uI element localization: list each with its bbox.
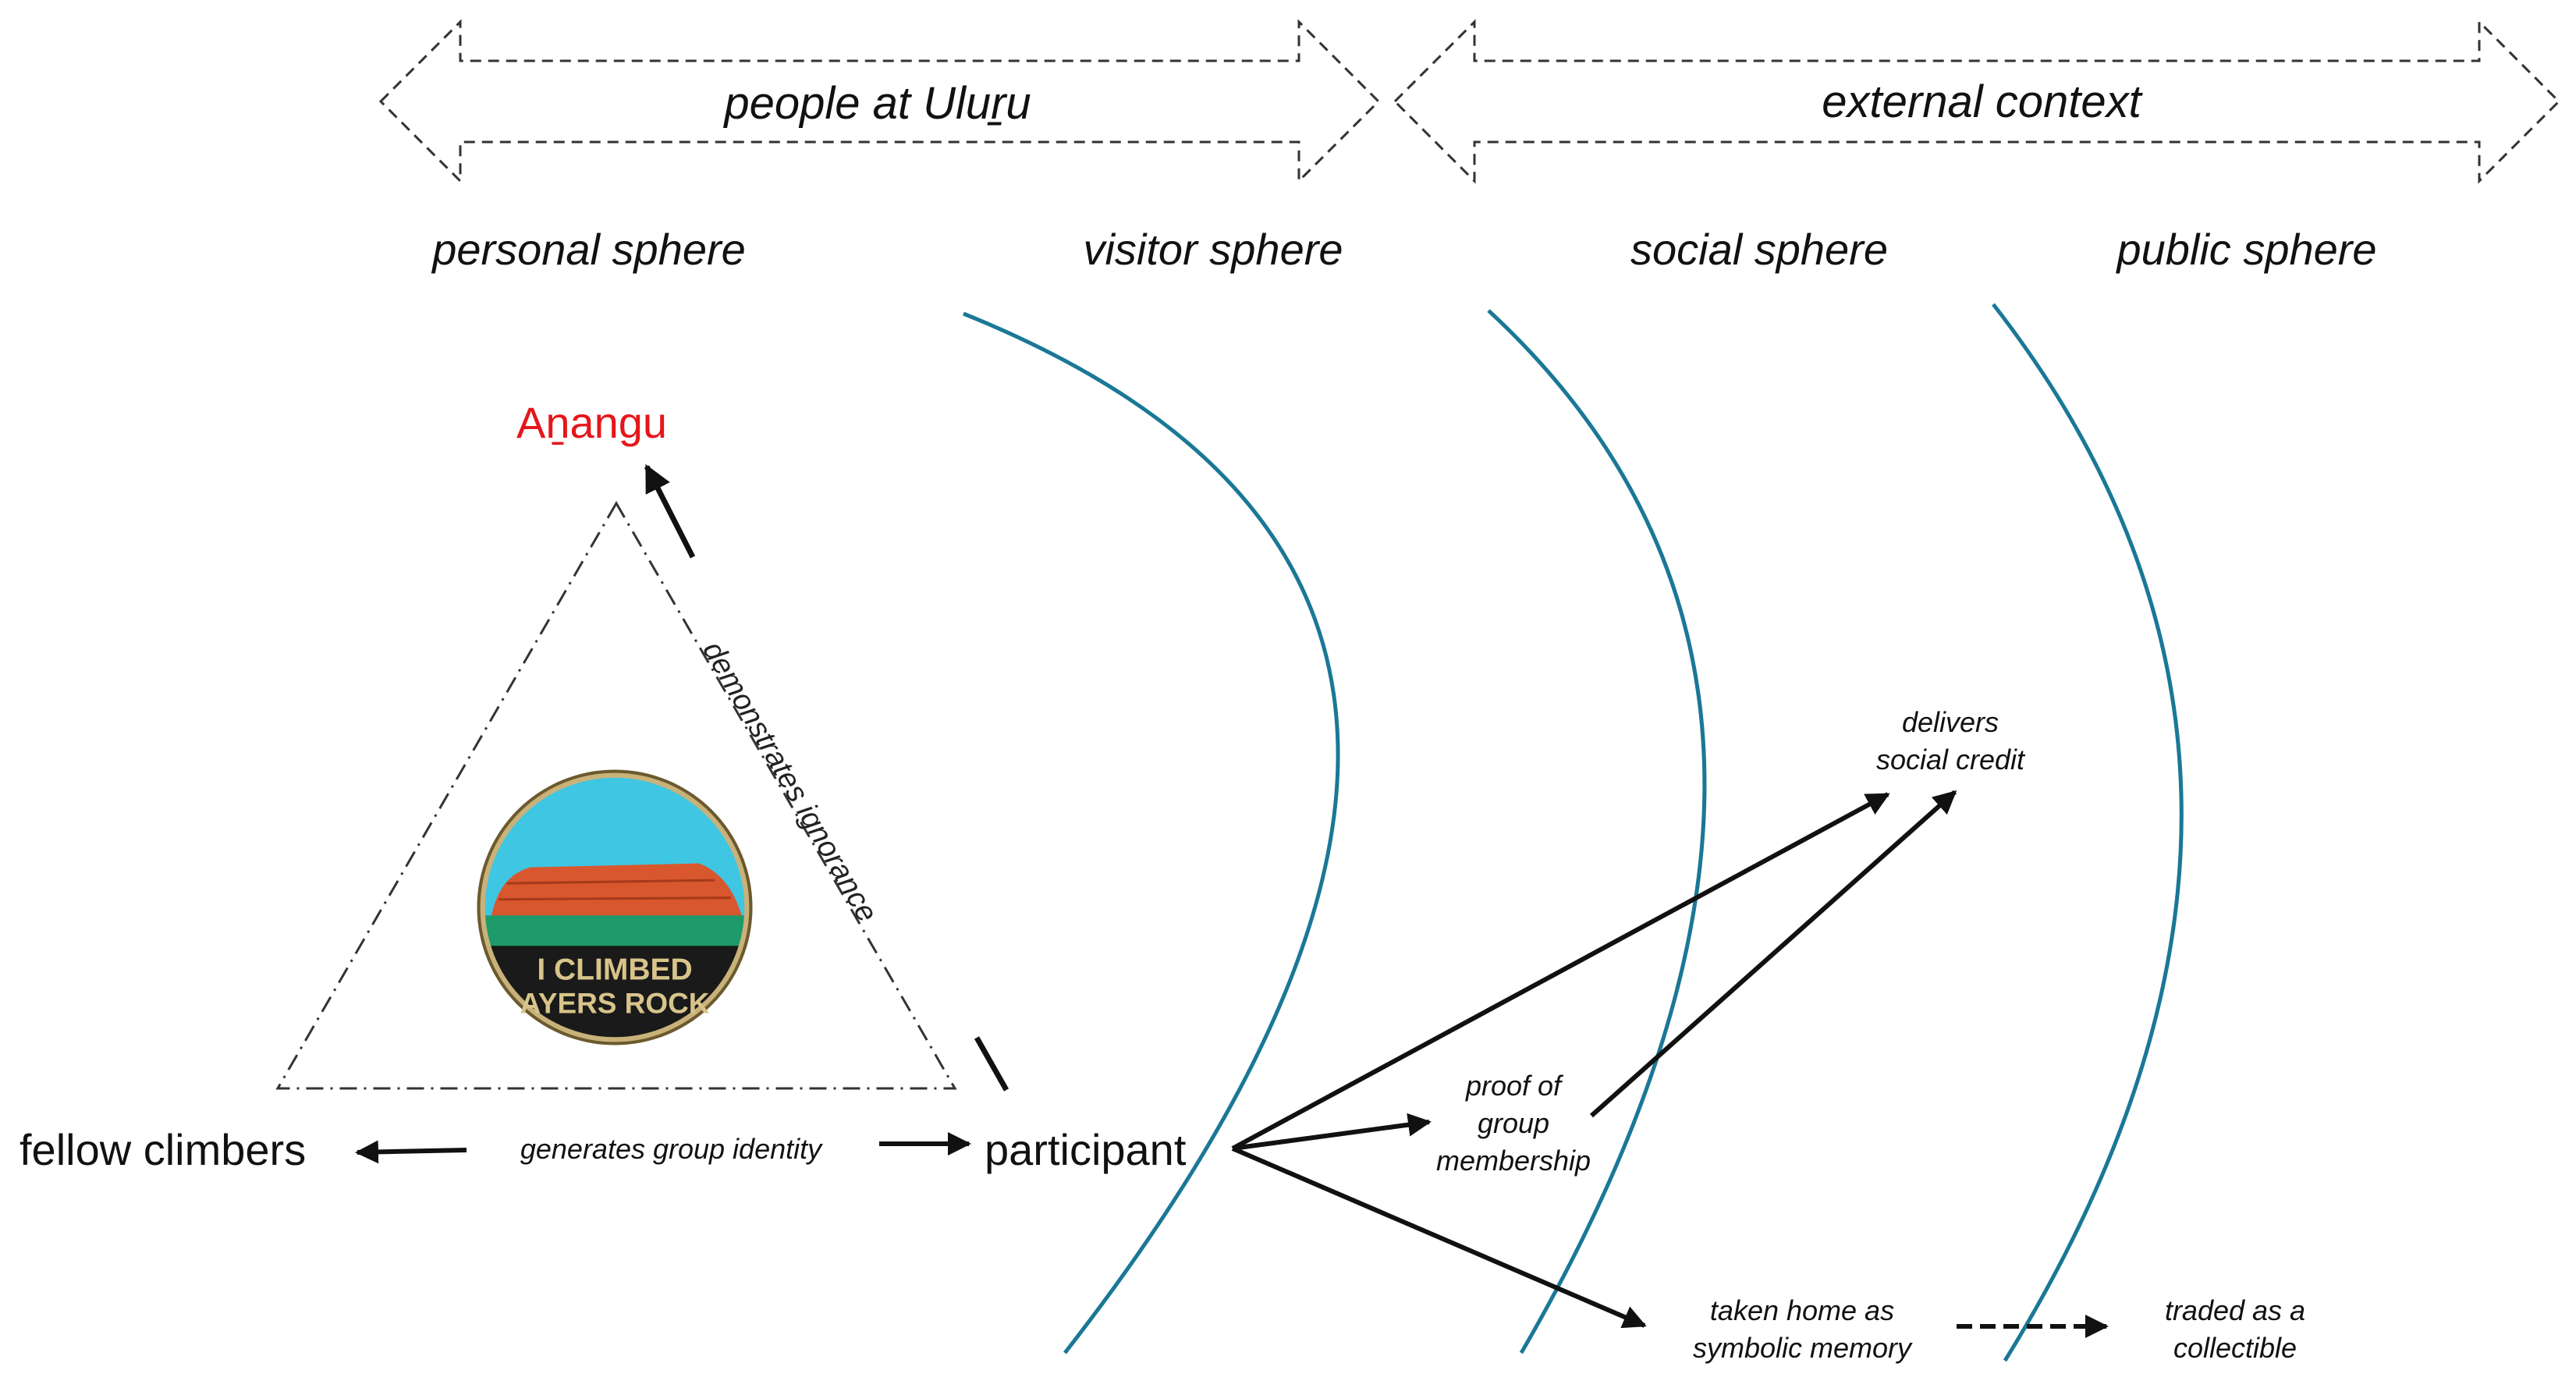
arrow-participant-to-taken-home xyxy=(1231,1146,1647,1329)
label-public-sphere: public sphere xyxy=(2117,225,2377,274)
banner-arrow-people-at-uluru xyxy=(378,19,1381,184)
visitor-sphere-arc xyxy=(963,311,1340,1354)
climbed-ayers-rock-badge: I CLIMBED AYERS ROCK xyxy=(474,755,755,1060)
node-fellow-climbers: fellow climbers xyxy=(20,1125,307,1174)
banner-label-people-at-uluru: people at Uluṟu xyxy=(724,78,1031,129)
relationship-triangle xyxy=(275,501,957,1090)
badge-illustration: I CLIMBED AYERS ROCK xyxy=(477,769,753,1045)
label-proof-of-group-membership: proof of group membership xyxy=(1404,1067,1623,1180)
label-proof-line3: membership xyxy=(1435,1144,1591,1177)
label-visitor-sphere: visitor sphere xyxy=(1083,225,1343,274)
badge-rock xyxy=(490,863,743,920)
node-anangu: Aṉangu xyxy=(516,398,668,447)
label-traded-line2: collectible xyxy=(2173,1331,2297,1364)
label-proof-line1: proof of xyxy=(1465,1070,1562,1102)
label-social-sphere: social sphere xyxy=(1630,225,1888,274)
label-delivers-social-credit: delivers social credit xyxy=(1826,704,2075,779)
arrow-to-fellow-climbers xyxy=(355,1140,467,1164)
label-personal-sphere: personal sphere xyxy=(432,225,746,274)
arrow-participant-to-social-credit xyxy=(1231,792,1890,1151)
label-proof-line2: group xyxy=(1477,1106,1550,1139)
label-taken-home: taken home as symbolic memory xyxy=(1662,1292,1943,1367)
label-delivers-line1: delivers xyxy=(1901,706,1999,738)
label-taken-line2: symbolic memory xyxy=(1692,1331,1912,1364)
social-sphere-arc xyxy=(1487,309,1707,1354)
arrow-participant-to-proof xyxy=(1232,1113,1432,1151)
node-participant: participant xyxy=(985,1125,1187,1174)
arrow-proof-to-social-credit xyxy=(1590,790,1957,1118)
dash-near-participant xyxy=(974,1036,1009,1092)
label-traded-collectible: traded as a collectible xyxy=(2130,1292,2340,1367)
badge-text-line1: I CLIMBED xyxy=(537,953,692,986)
banner-arrow-external-context xyxy=(1393,19,2561,184)
label-traded-line1: traded as a xyxy=(2164,1294,2306,1326)
arrow-to-anangu xyxy=(644,463,696,559)
label-delivers-line2: social credit xyxy=(1875,743,2025,776)
label-generates-group-identity: generates group identity xyxy=(520,1133,822,1165)
badge-text-line2: AYERS ROCK xyxy=(520,987,710,1019)
public-sphere-arc xyxy=(1992,303,2184,1362)
banner-label-external-context: external context xyxy=(1822,76,2141,127)
label-taken-line1: taken home as xyxy=(1709,1294,1895,1326)
